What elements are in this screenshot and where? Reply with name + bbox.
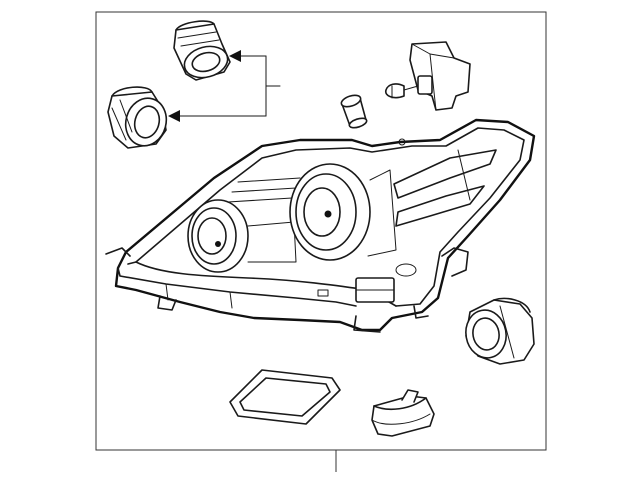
cap[interactable] (371, 389, 435, 437)
arrow-head-upper (229, 50, 241, 62)
turn-signal-strips (393, 149, 497, 227)
projector-lens-right (289, 163, 397, 261)
bulb-socket-upper[interactable] (173, 20, 231, 82)
callout-bracket (168, 50, 281, 122)
arrow-head-lower (168, 110, 180, 122)
small-bulb[interactable] (340, 93, 368, 129)
side-socket[interactable] (462, 297, 535, 365)
gasket[interactable] (229, 369, 341, 425)
headlamp-assembly[interactable] (105, 118, 536, 333)
bulb-socket-lower[interactable] (107, 86, 172, 150)
diagram-frame (95, 11, 547, 451)
bulb-with-connector[interactable] (384, 41, 471, 111)
projector-lens-left (187, 199, 297, 273)
mount-hole (398, 138, 406, 146)
